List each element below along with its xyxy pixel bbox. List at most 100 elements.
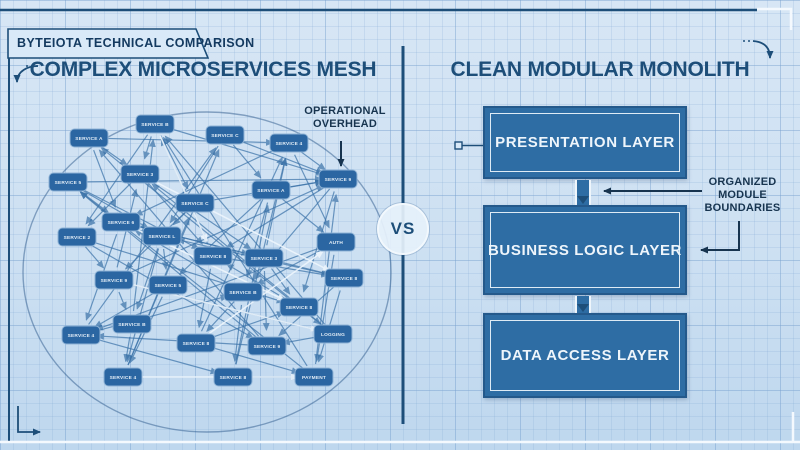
- mesh-edge: [232, 304, 243, 363]
- mesh-edge: [160, 135, 189, 190]
- mesh-node-label: SERVICE 3: [127, 172, 154, 178]
- mesh-edge: [200, 156, 283, 332]
- mesh-node-label: SERVICE 8: [183, 341, 210, 347]
- mesh-edge: [99, 145, 128, 166]
- mesh-edge: [126, 282, 319, 332]
- mesh-edge: [127, 148, 220, 366]
- mesh-node-label: SERVICE L: [148, 234, 175, 240]
- mesh-node: [57, 227, 97, 247]
- mesh-edge: [162, 136, 308, 367]
- mesh-edge: [179, 198, 262, 275]
- mesh-edge: [294, 154, 330, 229]
- mesh-node-label: SERVICE C: [211, 133, 239, 139]
- frame-corner-white-top-right: [757, 7, 793, 30]
- mesh-edge: [262, 270, 270, 332]
- mesh-edge: [161, 248, 169, 271]
- mesh-edge: [225, 257, 330, 278]
- mesh-node-label: SERVICE 5: [155, 283, 182, 289]
- mesh-node-label: SERVICE B: [141, 122, 169, 128]
- header-tab-label: BYTEIOTA TECHNICAL COMPARISON: [17, 36, 255, 50]
- mesh-edge: [143, 136, 152, 160]
- mesh-node: [247, 336, 287, 356]
- mesh-node-label: SERVICE B: [118, 322, 146, 328]
- mesh-edge: [151, 183, 324, 327]
- mesh-edge: [314, 254, 335, 363]
- mesh-edge: [208, 346, 300, 374]
- mesh-edge: [245, 202, 269, 278]
- mesh-node: [175, 193, 215, 213]
- mesh-node: [324, 268, 364, 288]
- mesh-edge: [98, 149, 260, 337]
- mesh-edge: [196, 268, 212, 329]
- mesh-edge: [235, 157, 288, 365]
- mesh-node: [135, 114, 175, 134]
- mesh-node: [213, 367, 253, 387]
- mesh-node: [112, 314, 152, 334]
- mesh-edge: [150, 180, 252, 250]
- mesh-edge: [85, 246, 105, 269]
- mesh-edge: [317, 290, 341, 363]
- mesh-node-label: SERVICE C: [181, 201, 209, 207]
- curved-arrow-icon: [752, 40, 774, 59]
- mesh-node-label: SERVICE 6: [108, 220, 135, 226]
- mesh-node-label: SERVICE 4: [276, 141, 303, 147]
- mesh-edge: [80, 175, 324, 183]
- mesh-edge: [134, 229, 233, 287]
- mesh-edge: [118, 291, 127, 311]
- mesh-edge: [95, 332, 255, 346]
- mesh-edge: [169, 145, 219, 224]
- mesh-edge: [208, 311, 285, 340]
- module-boundary-elbow-arrow: [700, 221, 740, 254]
- mesh-edge: [78, 187, 149, 229]
- mesh-edge: [88, 147, 217, 325]
- mesh-edge: [232, 144, 262, 179]
- mesh-edge: [126, 282, 319, 332]
- mesh-node-label: SERVICE 5: [55, 180, 82, 186]
- mesh-node: [279, 297, 319, 317]
- mesh-edge: [136, 248, 159, 310]
- mesh-edge: [134, 147, 278, 216]
- mesh-edge: [299, 150, 326, 171]
- mesh-edge: [133, 224, 330, 276]
- mesh-edge: [302, 191, 335, 293]
- mesh-node: [294, 367, 334, 387]
- mesh-node-label: SERVICE 8: [200, 254, 227, 260]
- mesh-node: [269, 133, 309, 153]
- mesh-node: [61, 325, 101, 345]
- right-panel-title: CLEAN MODULAR MONOLITH: [450, 58, 750, 81]
- mesh-node-label: SERVICE 4: [110, 375, 137, 381]
- mesh-edge: [100, 147, 290, 300]
- mesh-edge: [129, 296, 163, 364]
- mesh-edge: [85, 134, 149, 225]
- mesh-node-label: SERVICE B: [229, 290, 257, 296]
- data-access-layer-box: DATA ACCESS LAYER: [483, 313, 687, 398]
- mesh-node: [48, 172, 88, 192]
- mesh-node-label: SERVICE 8: [331, 276, 358, 282]
- mesh-edge: [85, 234, 118, 321]
- mesh-edge: [151, 179, 331, 272]
- mesh-node: [103, 367, 143, 387]
- mesh-edge: [125, 185, 325, 276]
- mesh-edge: [176, 237, 332, 276]
- mesh-node: [251, 180, 291, 200]
- mesh-node-label: SERVICE A: [75, 136, 103, 142]
- mesh-edge: [172, 211, 187, 226]
- mesh-node: [223, 282, 263, 302]
- mesh-node: [101, 212, 141, 232]
- mesh-edge: [93, 149, 117, 208]
- mesh-node-label: LOGGING: [321, 332, 345, 338]
- mesh-edge: [308, 314, 322, 325]
- mesh-node-label: SERVICE A: [257, 188, 285, 194]
- mesh-edge: [278, 286, 335, 337]
- mesh-node-label: SERVICE 4: [68, 333, 95, 339]
- business-logic-layer-label: BUSINESS LOGIC LAYER: [488, 241, 682, 259]
- presentation-layer-box: PRESENTATION LAYER: [483, 106, 687, 179]
- mesh-node-label: SERVICE 3: [251, 256, 278, 262]
- mesh-edge: [94, 290, 158, 328]
- mesh-edge: [116, 188, 138, 268]
- mesh-edge: [167, 127, 324, 176]
- mesh-edge: [164, 135, 326, 325]
- mesh-node-label: SERVICE 8: [220, 375, 247, 381]
- mesh-edge: [148, 183, 204, 245]
- mesh-edge: [95, 245, 324, 331]
